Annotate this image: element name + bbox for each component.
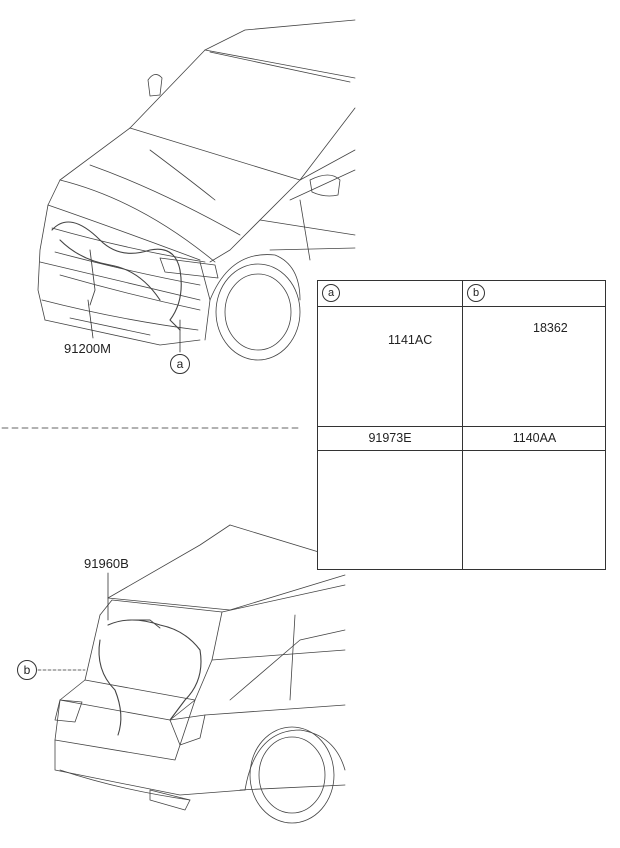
front-vehicle — [37, 19, 356, 361]
table-header-a: a — [318, 281, 463, 307]
table-callout-b: b — [467, 284, 485, 302]
table-caption-91973E: 91973E — [318, 427, 463, 451]
part-label-18362: 18362 — [533, 321, 568, 335]
label-front-harness: 91200M — [64, 341, 111, 356]
table-caption-1140AA: 1140AA — [463, 427, 606, 451]
table-callout-a: a — [322, 284, 340, 302]
rear-vehicle — [37, 524, 346, 824]
table-cell-91973E-image — [318, 451, 463, 569]
callout-a: a — [170, 354, 190, 374]
parts-table: a b 1141AC 18362 91973E 1140AA — [317, 280, 606, 570]
table-cell-1140AA-image — [463, 451, 606, 569]
table-cell-a-image: 1141AC — [318, 307, 463, 427]
part-label-1141AC: 1141AC — [388, 333, 433, 347]
table-cell-b-image: 18362 — [463, 307, 606, 427]
label-rear-harness: 91960B — [84, 556, 129, 571]
table-header-b: b — [463, 281, 606, 307]
callout-b: b — [17, 660, 37, 680]
